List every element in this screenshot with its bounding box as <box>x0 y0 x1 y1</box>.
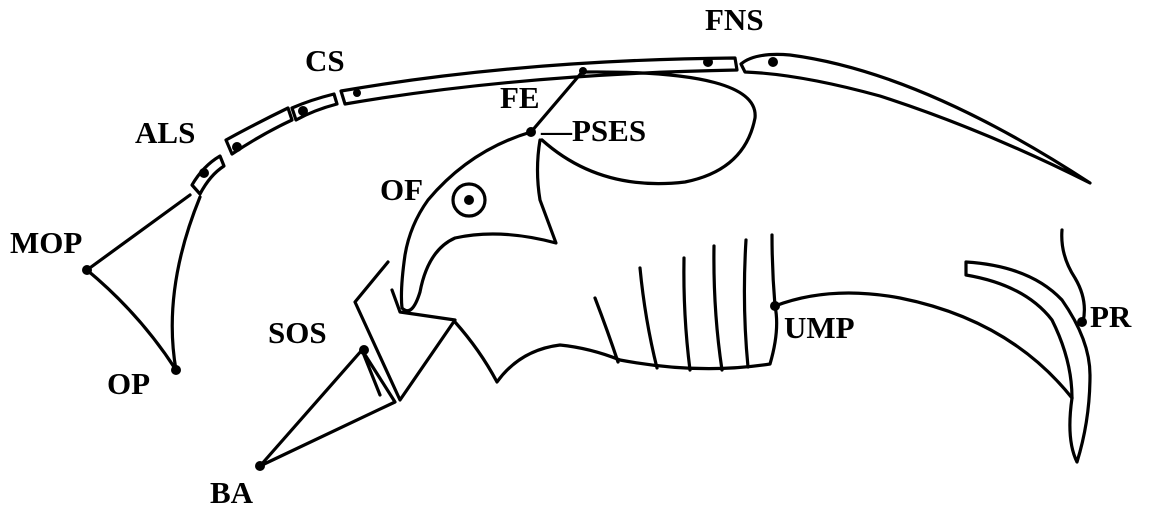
opercular-plate <box>87 195 200 370</box>
ventral-margin <box>775 293 1072 398</box>
label-fe: FE <box>500 80 540 115</box>
ventral-rays <box>595 235 775 370</box>
label-mop: MOP <box>10 225 82 260</box>
label-ump: UMP <box>784 310 855 345</box>
label-cs: CS <box>305 43 345 78</box>
skull-body <box>401 132 556 311</box>
lower-jaw-bar <box>455 306 777 382</box>
beak <box>260 350 395 466</box>
posterior-process <box>966 230 1090 462</box>
label-of: OF <box>380 172 423 207</box>
orbit-center <box>464 195 474 205</box>
label-sos: SOS <box>268 315 327 350</box>
label-ba: BA <box>210 475 254 508</box>
label-pses: —PSES <box>540 113 646 148</box>
label-als: ALS <box>135 115 195 150</box>
label-fns: FNS <box>705 2 764 37</box>
label-op: OP <box>107 366 150 401</box>
label-pr: PR <box>1090 299 1132 334</box>
suborbital-plate <box>355 262 455 400</box>
